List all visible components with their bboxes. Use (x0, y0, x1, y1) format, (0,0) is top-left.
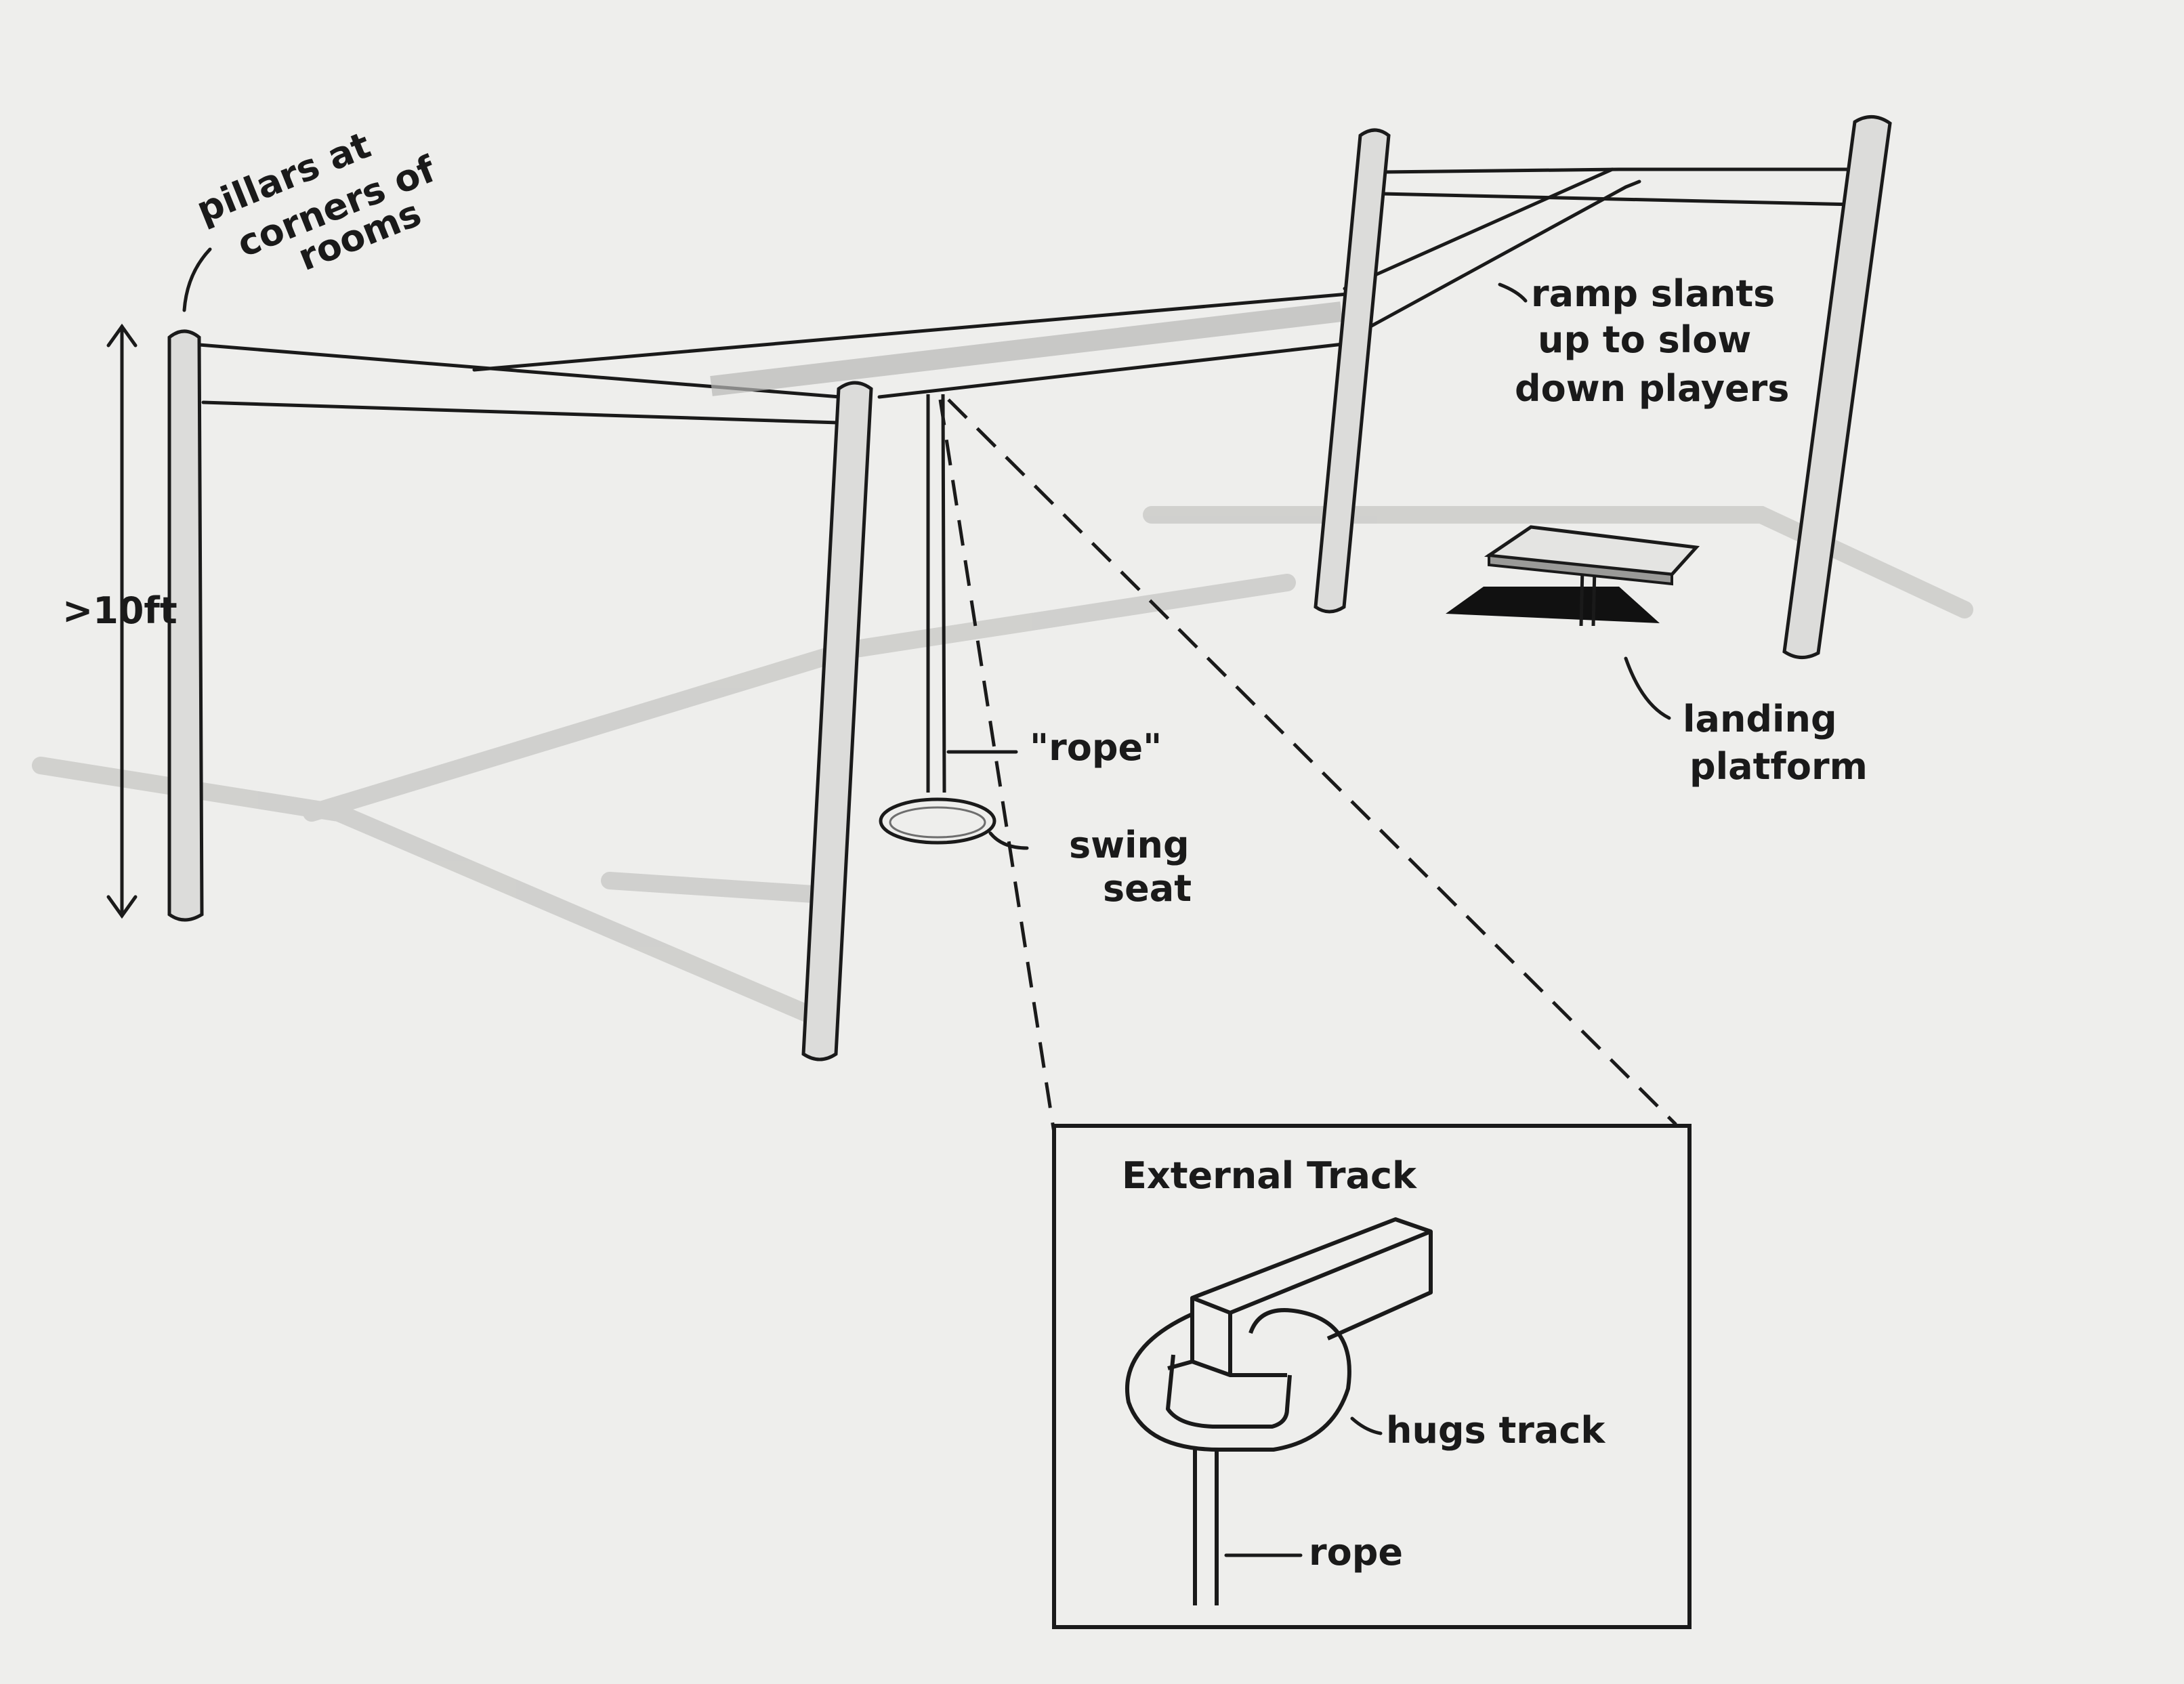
label-ramp-2: up to slow (1538, 318, 1751, 361)
leader-seat (988, 831, 1029, 850)
leader-pillars (182, 247, 212, 312)
pillars (167, 115, 1892, 1061)
bracket-outer (1125, 1308, 1351, 1452)
label-ramp-3: down players (1515, 367, 1789, 410)
pillar-left (167, 329, 204, 922)
leader-platform (1624, 656, 1671, 720)
leader-ramp (1498, 282, 1528, 303)
label-platform-2: platform (1689, 745, 1868, 788)
label-swing-1: swing (1069, 824, 1190, 866)
platform-shadow (1446, 587, 1660, 623)
leader-lines (182, 247, 1671, 850)
track-drawing (1125, 1217, 1433, 1605)
callout-dashed-lines (938, 398, 1677, 1133)
landing-platform (1446, 525, 1700, 627)
track-flange (1167, 1360, 1287, 1377)
height-dimension (106, 323, 138, 919)
inset-rope (1193, 1450, 1219, 1605)
inset-leaders (1224, 1416, 1383, 1557)
label-swing-2: seat (1103, 867, 1192, 910)
inset-label-hugs-track: hugs track (1386, 1409, 1605, 1452)
pillar-right-front (1782, 115, 1892, 659)
label-rope: "rope" (1030, 726, 1162, 769)
label-platform-1: landing (1683, 698, 1837, 740)
overhead-beams (189, 167, 1857, 425)
swing-seat (879, 797, 996, 845)
rope-line (926, 394, 946, 793)
swing (879, 394, 996, 845)
inset-frame (1052, 1124, 1692, 1629)
pillar-right-back (1314, 128, 1391, 614)
side-beam (472, 292, 1357, 399)
back-beam (1380, 167, 1857, 207)
label-ramp-1: ramp slants (1531, 272, 1775, 315)
track-side (1326, 1232, 1433, 1341)
beam-shading (710, 301, 1343, 396)
inset-external-track: External Track hugs track rope (1052, 1124, 1692, 1629)
bracket-inner (1166, 1354, 1292, 1429)
inset-label-rope: rope (1309, 1531, 1403, 1574)
label-height: >10ft (62, 589, 177, 632)
track-front (1190, 1298, 1232, 1377)
ramp (1343, 167, 1641, 341)
inset-title: External Track (1122, 1154, 1417, 1197)
pillar-middle (801, 381, 873, 1061)
